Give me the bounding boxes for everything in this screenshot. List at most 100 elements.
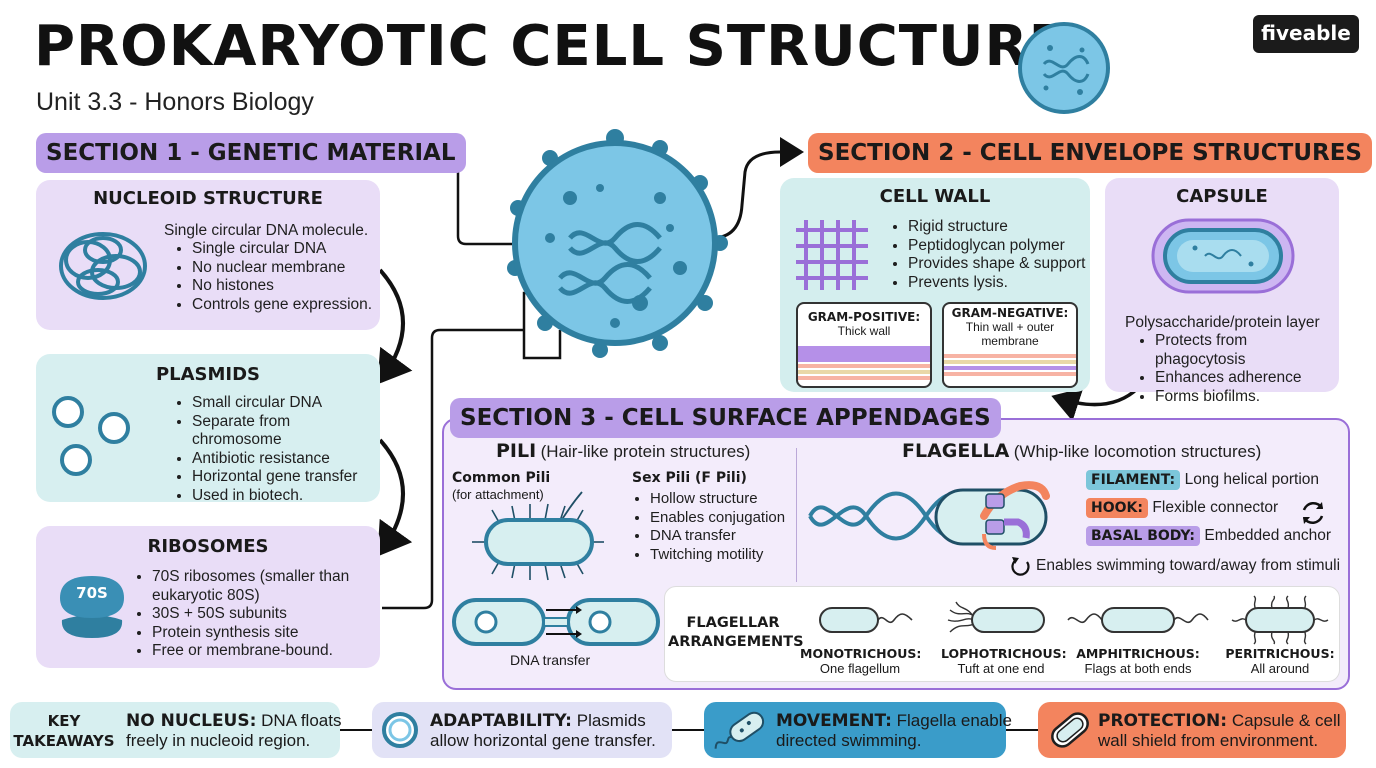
takeaways-label-line2: TAKEAWAYS <box>13 732 115 750</box>
capsule-bacterium-icon <box>1151 218 1295 294</box>
takeaway-movement: MOVEMENT: Flagella enable directed swimm… <box>704 702 1012 758</box>
circular-arrow-icon <box>1011 557 1030 576</box>
list-item: 70S ribosomes (smaller than eukaryotic 8… <box>152 568 382 605</box>
common-pili-label: Common Pili <box>452 470 551 486</box>
list-item: Rigid structure <box>908 218 1086 237</box>
capsule-card: CAPSULE Polysaccharide/protein layer Pro… <box>1105 178 1339 405</box>
nucleoid-card: NUCLEOID STRUCTURE Single circular DNA m… <box>36 180 380 330</box>
thin-wall-layer <box>944 366 1076 370</box>
flagella-heading-desc: (Whip-like locomotion structures) <box>1013 442 1262 461</box>
plasmids-heading: PLASMIDS <box>155 364 261 385</box>
list-item: Small circular DNA <box>192 394 380 413</box>
takeaway-line1: Capsule & cell <box>1231 711 1341 730</box>
dna-transfer-caption: DNA transfer <box>510 652 591 668</box>
hook-row: HOOK: Flexible connector <box>1086 498 1346 526</box>
brand-logo[interactable]: fiveable <box>1253 15 1359 53</box>
arrangements-title: FLAGELLAR ARRANGEMENTS <box>668 614 804 652</box>
takeaway-text: ADAPTABILITY: Plasmids allow horizontal … <box>430 711 656 751</box>
hook-desc: Flexible connector <box>1152 499 1279 516</box>
capsule-intro: Polysaccharide/protein layer <box>1125 314 1320 331</box>
cell-wall-heading: CELL WALL <box>879 186 991 207</box>
list-item: Hollow structure <box>650 490 785 509</box>
conjugation-icon <box>452 598 660 646</box>
membrane-layer <box>944 360 1076 364</box>
monotrichous-icon <box>819 607 913 633</box>
nucleoid-dna-icon <box>59 232 147 300</box>
takeaways-label: KEY TAKEAWAYS <box>12 711 116 751</box>
filament-row: FILAMENT: Long helical portion <box>1086 470 1346 498</box>
flagella-note: Enables swimming toward/away from stimul… <box>1036 557 1341 574</box>
nucleoid-heading: NUCLEOID STRUCTURE <box>93 188 323 209</box>
takeaway-line1: Plasmids <box>576 711 646 730</box>
cell-wall-card: CELL WALL Rigid structure Peptidoglycan … <box>780 178 1090 392</box>
gram-positive-desc: Thick wall <box>837 324 891 338</box>
takeaway-text: NO NUCLEUS: DNA floats freely in nucleoi… <box>126 711 341 751</box>
capsule-bullets: Protects from phagocytosis Enhances adhe… <box>1137 332 1339 406</box>
list-item: Prevents lysis. <box>908 274 1086 293</box>
section-3-divider <box>796 448 797 582</box>
list-item: Peptidoglycan polymer <box>908 237 1086 256</box>
peritrichous-label: PERITRICHOUS: <box>1225 646 1335 661</box>
list-item: Forms biofilms. <box>1155 388 1339 407</box>
pili-heading-desc: (Hair-like protein structures) <box>540 442 751 461</box>
takeaway-no-nucleus: KEY TAKEAWAYS NO NUCLEUS: DNA floats fre… <box>10 702 341 758</box>
list-item: Separate from chromosome <box>192 413 380 450</box>
list-item: Used in biotech. <box>192 487 380 506</box>
nucleoid-intro: Single circular DNA molecule. <box>164 222 369 239</box>
sex-pili-label: Sex Pili (F Pili) <box>632 470 747 486</box>
list-item: No histones <box>192 277 372 296</box>
takeaways-label-line1: KEY <box>47 712 81 730</box>
list-item: Antibiotic resistance <box>192 450 380 469</box>
sex-pili-bullets: Hollow structure Enables conjugation DNA… <box>632 490 785 564</box>
ribosomes-card: RIBOSOMES 70S 70S ribosomes (smaller tha… <box>36 526 380 668</box>
flagellated-bacterium-icon <box>714 711 765 749</box>
cell-wall-bullets: Rigid structure Peptidoglycan polymer Pr… <box>890 218 1086 292</box>
pili-heading-row: PILI (Hair-like protein structures) <box>496 440 750 462</box>
takeaway-bold: NO NUCLEUS: <box>126 711 257 731</box>
section-3-title: SECTION 3 - CELL SURFACE APPENDAGES <box>450 398 1001 438</box>
capsule-icon <box>1051 712 1089 748</box>
gram-negative-label: GRAM-NEGATIVE: <box>951 306 1069 320</box>
section-1-title: SECTION 1 - GENETIC MATERIAL <box>36 133 466 173</box>
common-pili-desc: (for attachment) <box>452 487 544 502</box>
takeaway-line2: freely in nucleoid region. <box>126 731 311 750</box>
takeaway-line2: allow horizontal gene transfer. <box>430 731 656 750</box>
takeaway-bold: ADAPTABILITY: <box>430 711 572 731</box>
arrangements-box <box>664 586 1340 682</box>
list-item: Protects from phagocytosis <box>1155 332 1339 369</box>
takeaway-bold: PROTECTION: <box>1098 711 1228 731</box>
ribosomes-heading: RIBOSOMES <box>147 536 269 557</box>
membrane-layer <box>798 370 930 374</box>
lophotrichous-label: LOPHOTRICHOUS: <box>941 646 1067 661</box>
gram-negative-desc: Thin wall + outer membrane <box>965 320 1055 348</box>
plasmids-card: PLASMIDS Small circular DNA Separate fro… <box>36 354 380 504</box>
gram-positive-label: GRAM-POSITIVE: <box>807 310 921 324</box>
gram-positive-box: GRAM-POSITIVE: Thick wall <box>796 302 932 388</box>
list-item: Enables conjugation <box>650 509 785 528</box>
arrangements-title-line2: ARRANGEMENTS <box>668 634 804 650</box>
takeaway-protection: PROTECTION: Capsule & cell wall shield f… <box>1038 702 1346 758</box>
membrane-layer <box>944 372 1076 376</box>
takeaway-line2: directed swimming. <box>776 731 922 750</box>
page-subtitle: Unit 3.3 - Honors Biology <box>36 88 314 116</box>
list-item: Provides shape & support <box>908 255 1086 274</box>
filament-label: FILAMENT: <box>1086 470 1181 490</box>
membrane-layer <box>944 354 1076 358</box>
ribosomes-bullets: 70S ribosomes (smaller than eukaryotic 8… <box>134 568 382 661</box>
capsule-heading: CAPSULE <box>1176 186 1268 207</box>
ribosome-label: 70S <box>76 584 108 602</box>
takeaway-line1: DNA floats <box>261 711 342 730</box>
membrane-layer <box>798 376 930 380</box>
central-cell-illustration <box>507 129 728 358</box>
bacterium-badge-icon <box>1018 22 1110 114</box>
gram-negative-box: GRAM-NEGATIVE: Thin wall + outer membran… <box>942 302 1078 388</box>
plasmid-rings-icon <box>52 396 130 476</box>
page-title: PROKARYOTIC CELL STRUCTURE <box>34 14 1068 79</box>
list-item: Controls gene expression. <box>192 296 372 315</box>
peritrichous-desc: All around <box>1250 661 1310 676</box>
flagella-heading-row: FLAGELLA (Whip-like locomotion structure… <box>902 440 1261 462</box>
takeaway-bold: MOVEMENT: <box>776 711 892 731</box>
amphitrichous-label: AMPHITRICHOUS: <box>1076 646 1200 661</box>
flagellum-structure-icon <box>808 481 1050 550</box>
peritrichous-icon <box>1231 595 1329 645</box>
